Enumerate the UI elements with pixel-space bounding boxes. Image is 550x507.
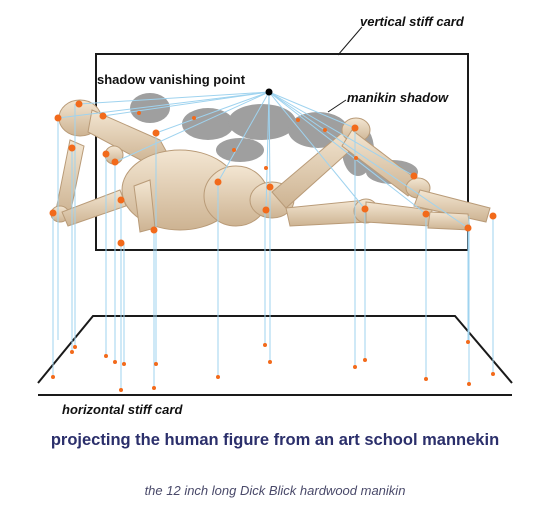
manikin-shadow-label: manikin shadow bbox=[347, 90, 449, 105]
shadow-points bbox=[137, 111, 358, 170]
caption-subtitle: the 12 inch long Dick Blick hardwood man… bbox=[144, 483, 406, 498]
caption-title: projecting the human figure from an art … bbox=[50, 431, 500, 449]
floor-points bbox=[51, 340, 495, 392]
horizontal-card-label: horizontal stiff card bbox=[62, 402, 183, 417]
manikin-shadow-leader bbox=[327, 99, 347, 113]
horizontal-stiff-card bbox=[37, 315, 513, 396]
vertical-drop-lines bbox=[52, 104, 494, 390]
vertical-card-leader bbox=[337, 26, 363, 56]
shadow-projection-lines bbox=[57, 91, 469, 229]
diagram-canvas bbox=[37, 26, 513, 396]
joint-points bbox=[49, 100, 497, 247]
vanishing-point-label: shadow vanishing point bbox=[97, 72, 246, 87]
vertical-card-label: vertical stiff card bbox=[360, 14, 464, 29]
shadow-vanishing-point bbox=[265, 88, 273, 96]
